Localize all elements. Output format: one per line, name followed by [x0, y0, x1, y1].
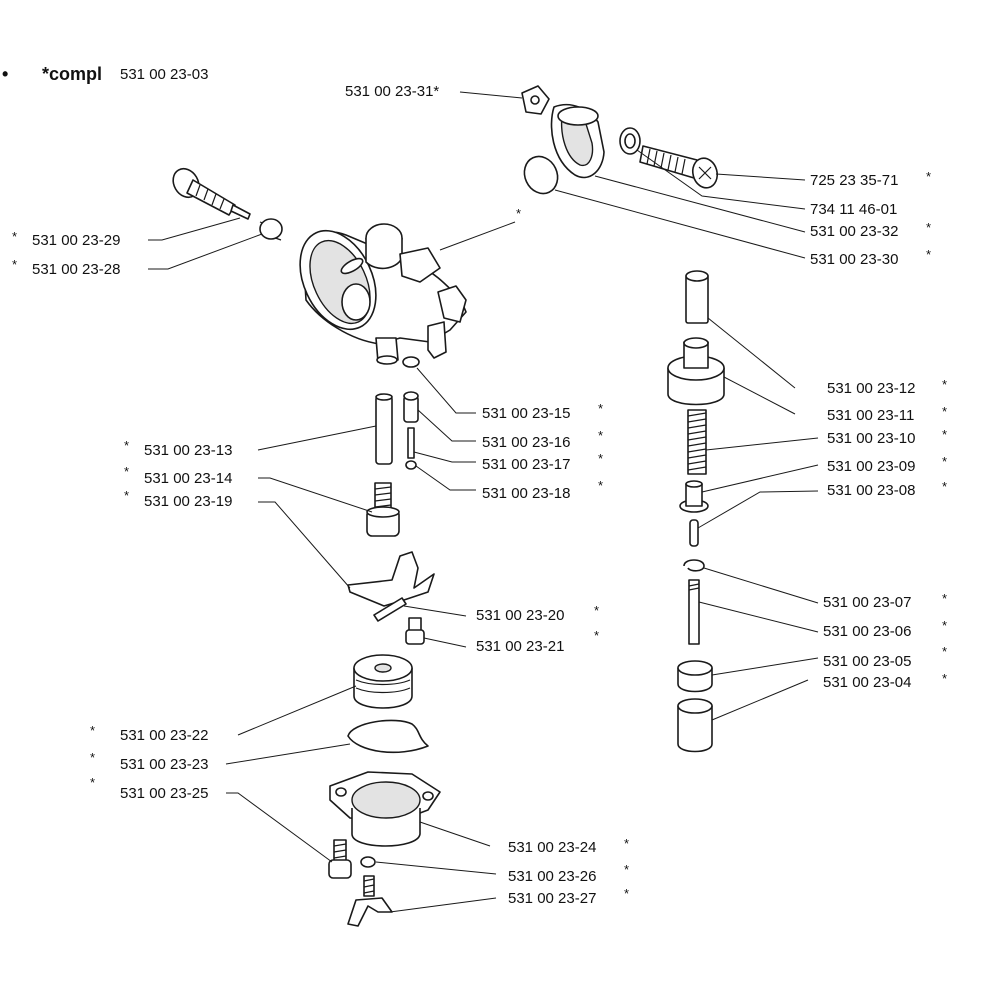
label-531-00-23-19: 531 00 23-19 [144, 493, 232, 510]
washer-part [619, 127, 641, 155]
star-531-00-23-21: * [594, 628, 599, 643]
star-531-00-23-14: * [124, 464, 129, 479]
star-531-00-23-15: * [598, 401, 603, 416]
ring-part [677, 660, 713, 693]
label-531-00-23-15: 531 00 23-15 [482, 405, 570, 422]
star-531-00-23-18: * [598, 478, 603, 493]
needle-valve-part [403, 391, 419, 423]
tiny-ring-part [405, 460, 417, 470]
star-531-00-23-29: * [12, 229, 17, 244]
clip-part [683, 559, 705, 572]
compl-part-number: 531 00 23-03 [120, 66, 208, 83]
label-531-00-23-14: 531 00 23-14 [144, 470, 232, 487]
screw-part [639, 145, 719, 189]
star-531-00-23-23: * [90, 750, 95, 765]
label-531-00-23-12: 531 00 23-12 [827, 380, 915, 397]
long-spring-part [687, 409, 707, 475]
label-531-00-23-31: 531 00 23-31* [345, 83, 439, 100]
wing-screw-part [347, 875, 393, 927]
label-531-00-23-04: 531 00 23-04 [823, 674, 911, 691]
star-531-00-23-07: * [942, 591, 947, 606]
label-531-00-23-09: 531 00 23-09 [827, 458, 915, 475]
star-531-00-23-19: * [124, 488, 129, 503]
nut-housing-part [667, 337, 725, 406]
star-531-00-23-25: * [90, 775, 95, 790]
pin-part [375, 393, 393, 465]
star-531-00-23-04: * [942, 671, 947, 686]
label-531-00-23-11: 531 00 23-11 [827, 407, 914, 424]
star-531-00-23-30: * [926, 247, 931, 262]
label-531-00-23-13: 531 00 23-13 [144, 442, 232, 459]
label-531-00-23-23: 531 00 23-23 [120, 756, 208, 773]
star-531-00-23-12: * [942, 377, 947, 392]
diaphragm-part [347, 719, 429, 754]
header-bullet: • [2, 64, 8, 84]
label-531-00-23-30: 531 00 23-30 [810, 251, 898, 268]
label-531-00-23-28: 531 00 23-28 [32, 261, 120, 278]
star-531-00-23-28: * [12, 257, 17, 272]
label-531-00-23-21: 531 00 23-21 [476, 638, 564, 655]
valve-seat-part [366, 482, 400, 537]
carburetor-body-part [299, 223, 467, 365]
lever-pin-part [373, 597, 407, 622]
star-531-00-23-17: * [598, 451, 603, 466]
star-531-00-23-27: * [624, 886, 629, 901]
star-531-00-23-13: * [124, 438, 129, 453]
adjustment-screw-part [172, 167, 251, 220]
throttle-housing-part [550, 103, 605, 179]
valve-part [679, 480, 709, 513]
star-531-00-23-08: * [942, 479, 947, 494]
cup-part [677, 698, 713, 753]
label-531-00-23-16: 531 00 23-16 [482, 434, 570, 451]
label-531-00-23-08: 531 00 23-08 [827, 482, 915, 499]
label-531-00-23-18: 531 00 23-18 [482, 485, 570, 502]
label-531-00-23-20: 531 00 23-20 [476, 607, 564, 624]
small-o-ring-part [402, 356, 420, 368]
label-531-00-23-32: 531 00 23-32 [810, 223, 898, 240]
star-725-23-35-71: * [926, 169, 931, 184]
label-531-00-23-10: 531 00 23-10 [827, 430, 915, 447]
label-531-00-23-24: 531 00 23-24 [508, 839, 596, 856]
label-734-11-46-01: 734 11 46-01 [810, 201, 897, 218]
compl-label: *compl [42, 64, 102, 84]
label-531-00-23-05: 531 00 23-05 [823, 653, 911, 670]
star-531-00-23-20: * [594, 603, 599, 618]
small-washer-part [360, 856, 376, 868]
needle-part [407, 427, 415, 459]
cover-part [329, 771, 441, 847]
small-screw-part [405, 617, 425, 645]
cover-screw-part [328, 839, 352, 879]
star-531-00-23-06: * [942, 618, 947, 633]
star-531-00-23-24: * [624, 836, 629, 851]
control-lever-part [347, 551, 435, 607]
gasket-plate-part [521, 85, 550, 115]
label-531-00-23-17: 531 00 23-17 [482, 456, 570, 473]
star-531-00-23-10: * [942, 427, 947, 442]
valve-pin-part [689, 519, 699, 547]
label-531-00-23-27: 531 00 23-27 [508, 890, 596, 907]
label-725-23-35-71: 725 23 35-71 [810, 172, 898, 189]
star-531-00-23-11: * [942, 404, 947, 419]
rod-part [688, 579, 700, 645]
label-531-00-23-29: 531 00 23-29 [32, 232, 120, 249]
star-531-00-23-32: * [926, 220, 931, 235]
star-531-00-23-09: * [942, 454, 947, 469]
label-531-00-23-26: 531 00 23-26 [508, 868, 596, 885]
label-531-00-23-22: 531 00 23-22 [120, 727, 208, 744]
leader-lines [148, 91, 819, 913]
star-531-00-23-26: * [624, 862, 629, 877]
metering-piston-part [353, 654, 413, 709]
star-531-00-23-05: * [942, 644, 947, 659]
label-531-00-23-06: 531 00 23-06 [823, 623, 911, 640]
sleeve-part [685, 270, 709, 324]
label-531-00-23-07: 531 00 23-07 [823, 594, 911, 611]
spring-part [259, 218, 283, 241]
o-ring-part [523, 155, 559, 195]
star-531-00-23-16: * [598, 428, 603, 443]
star-531-00-23-22: * [90, 723, 95, 738]
label-531-00-23-25: 531 00 23-25 [120, 785, 208, 802]
star-carburetor-body: * [516, 206, 521, 221]
